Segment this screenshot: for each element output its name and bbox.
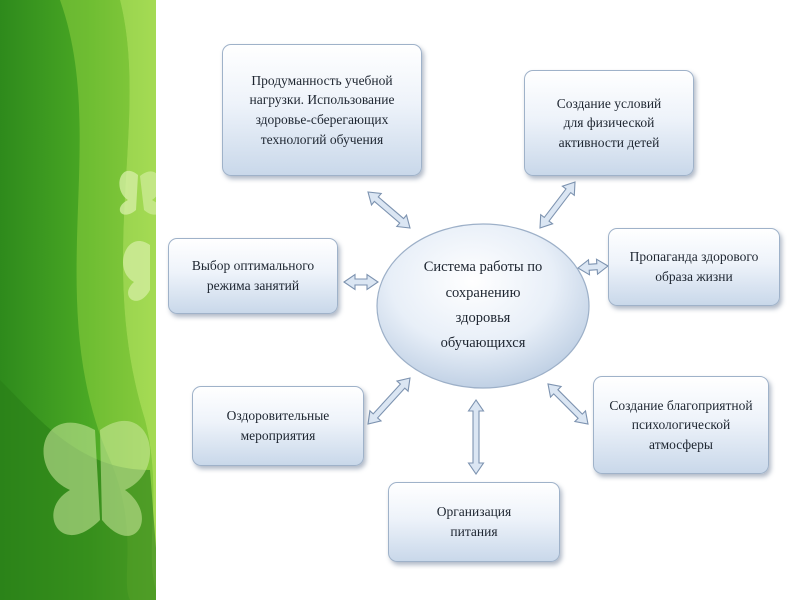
node-label: Пропаганда здорового образа жизни [629,249,759,284]
node-healthy-lifestyle: Пропаганда здорового образа жизни [608,228,780,306]
node-nutrition: Организация питания [388,482,560,562]
node-label: Продуманность учебной нагрузки. Использо… [249,72,395,147]
node-psych-atmosphere: Создание благоприятной психологической а… [593,376,769,474]
butterfly-icon [119,170,161,215]
node-study-load: Продуманность учебной нагрузки. Использо… [222,44,422,176]
node-label: Оздоровительные мероприятия [226,408,330,443]
node-label: Выбор оптимального режима занятий [191,258,315,293]
node-label: Создание условий для физической активнос… [556,95,662,150]
node-physical-activity: Создание условий для физической активнос… [524,70,694,176]
node-study-regime: Выбор оптимального режима занятий [168,238,338,314]
butterfly-icon [123,241,150,301]
node-health-events: Оздоровительные мероприятия [192,386,364,466]
butterfly-icon [43,420,151,536]
node-label: Создание благоприятной психологической а… [609,397,753,452]
center-label: Система работы по сохранению здоровья об… [423,259,543,352]
node-label: Организация питания [436,504,512,539]
